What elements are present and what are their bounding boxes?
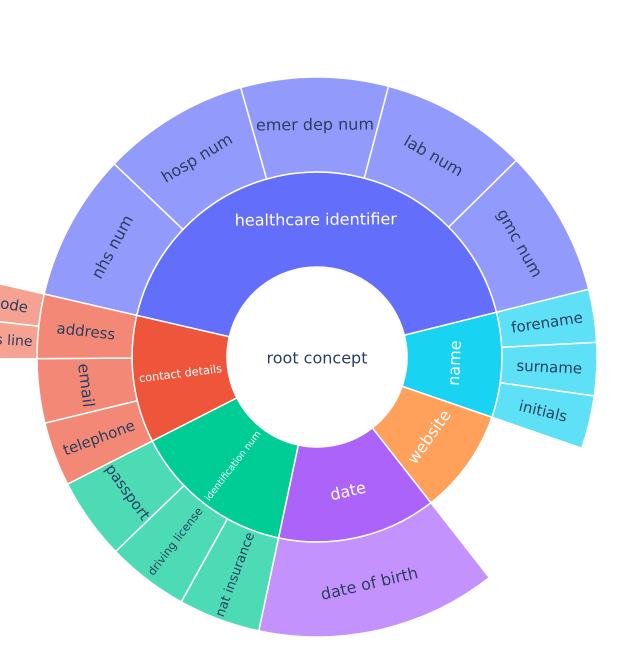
label-address-line: address line (0, 330, 33, 350)
label-name: name (444, 340, 465, 386)
label-emer-dep-num: emer dep num (256, 114, 374, 134)
label-healthcare-identifier: healthcare identifier (235, 209, 398, 229)
root-label: root concept (267, 349, 368, 368)
sunburst-sectors (0, 76, 598, 638)
label-surname: surname (516, 357, 582, 378)
sector-postcode[interactable] (0, 273, 46, 327)
